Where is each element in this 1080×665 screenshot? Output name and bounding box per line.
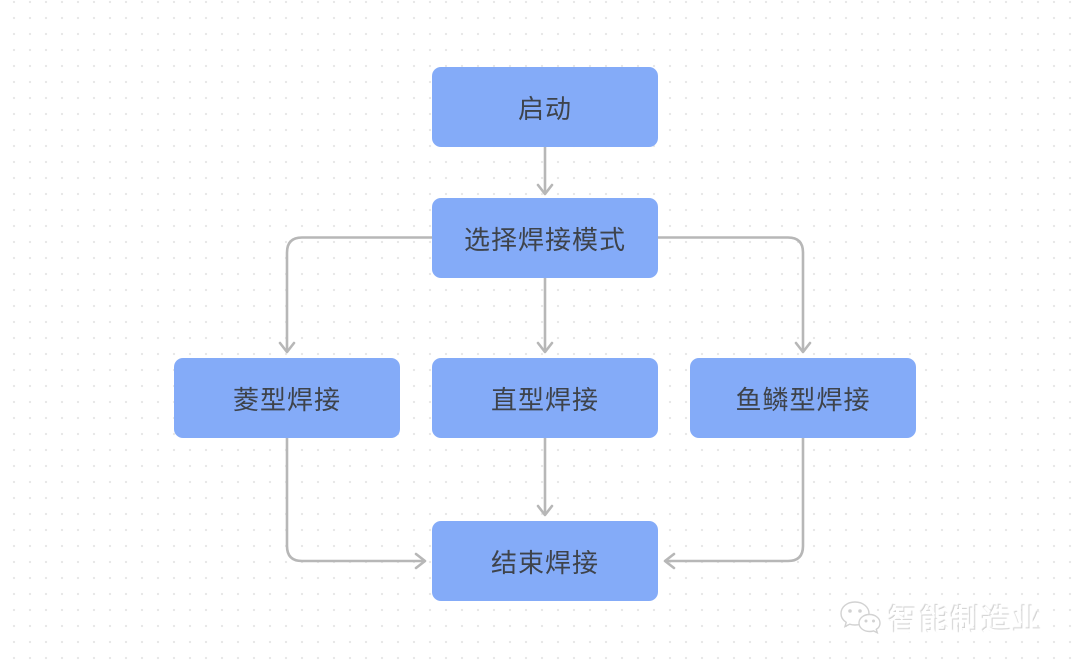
node-end-weld[interactable]: 结束焊接 [432,521,658,601]
edge-diamond-to-end [285,438,427,570]
node-select-mode-label: 选择焊接模式 [463,224,626,255]
watermark-text: 智能制造业 [888,605,1044,637]
node-end-weld-label: 结束焊接 [490,547,599,578]
node-straight-weld-label: 直型焊接 [490,384,599,415]
node-fishscale-weld[interactable]: 鱼鳞型焊接 [690,358,916,438]
node-start-label: 启动 [517,93,572,124]
node-diamond-weld[interactable]: 菱型焊接 [174,358,400,438]
node-start[interactable]: 启动 [432,67,658,147]
edge-fishscale-to-end [663,438,805,570]
wechat-icon [840,601,881,635]
node-select-mode[interactable]: 选择焊接模式 [432,198,658,278]
edge-select-to-fishscale [658,236,812,354]
node-fishscale-weld-label: 鱼鳞型焊接 [735,384,871,415]
node-straight-weld[interactable]: 直型焊接 [432,358,658,438]
edge-select-to-diamond [278,236,432,354]
node-diamond-weld-label: 菱型焊接 [232,384,341,415]
watermark: 智能制造业 [837,597,1044,639]
